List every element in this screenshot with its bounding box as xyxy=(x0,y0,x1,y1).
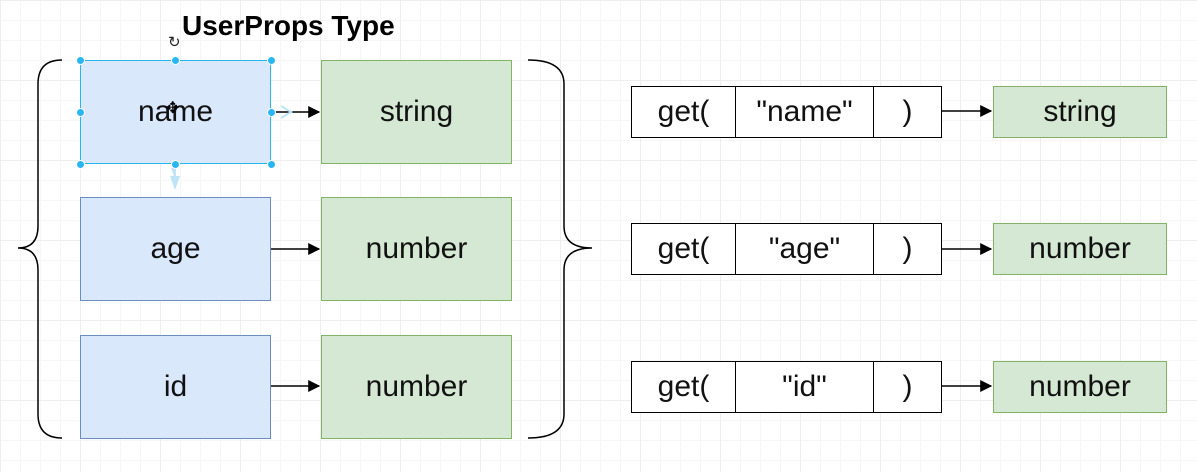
type-box-name[interactable]: string xyxy=(321,60,512,164)
get-arg-cell[interactable]: "age" xyxy=(736,224,874,274)
resize-handle[interactable] xyxy=(76,160,85,169)
get-close-cell[interactable]: ) xyxy=(902,232,913,265)
result-box-id[interactable]: number xyxy=(993,361,1167,413)
get-open-cell[interactable]: get( xyxy=(632,224,736,274)
resize-handle[interactable] xyxy=(171,56,180,65)
result-box-name[interactable]: string xyxy=(993,86,1167,138)
key-box-age[interactable]: age xyxy=(80,197,271,301)
resize-handle[interactable] xyxy=(267,108,276,117)
result-box-age[interactable]: number xyxy=(993,223,1167,275)
hover-arrow-down-icon[interactable] xyxy=(170,168,180,190)
hover-arrow-right-icon[interactable] xyxy=(280,105,293,119)
type-box-id[interactable]: number xyxy=(321,335,512,439)
get-close-cell[interactable]: ) xyxy=(902,95,913,128)
resize-handle[interactable] xyxy=(267,56,276,65)
get-close-cell[interactable]: ) xyxy=(902,370,913,403)
type-box-age[interactable]: number xyxy=(321,197,512,301)
left-brace xyxy=(17,59,63,439)
get-open-cell[interactable]: get( xyxy=(632,87,736,137)
get-open-cell[interactable]: get( xyxy=(632,362,736,412)
resize-handle[interactable] xyxy=(171,160,180,169)
move-cursor-icon: ✥ xyxy=(166,100,180,117)
get-arg-cell[interactable]: "id" xyxy=(736,362,874,412)
diagram-title[interactable]: UserProps Type xyxy=(182,10,395,41)
rotate-handle-icon[interactable]: ↻ xyxy=(168,34,181,51)
key-box-id[interactable]: id xyxy=(80,335,271,439)
resize-handle[interactable] xyxy=(76,108,85,117)
resize-handle[interactable] xyxy=(267,160,276,169)
get-call-age[interactable]: get( "age" ) xyxy=(631,223,942,275)
get-arg-cell[interactable]: "name" xyxy=(736,87,874,137)
right-brace xyxy=(527,59,593,439)
get-call-id[interactable]: get( "id" ) xyxy=(631,361,942,413)
get-call-name[interactable]: get( "name" ) xyxy=(631,86,942,138)
resize-handle[interactable] xyxy=(76,56,85,65)
